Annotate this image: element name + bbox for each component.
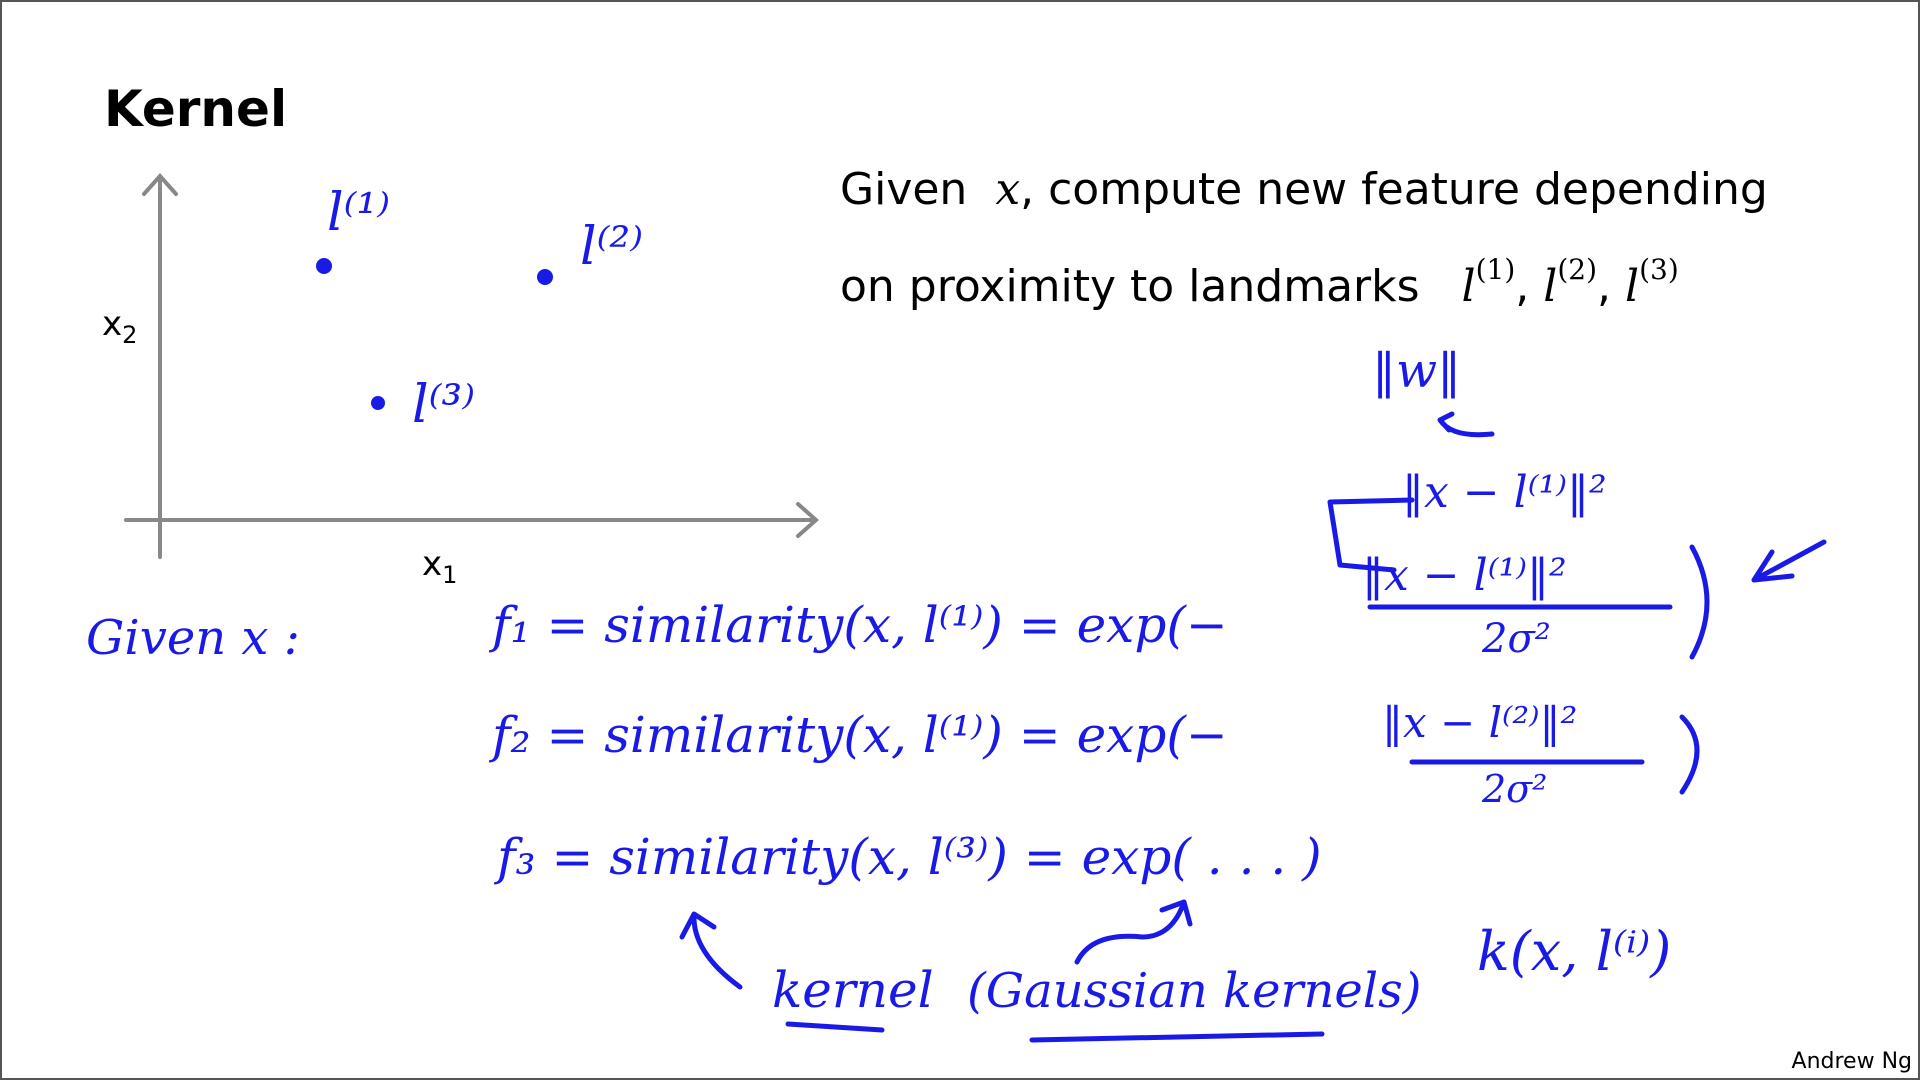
landmark-3-math: l(3) [1625,253,1679,312]
hw-given-x: Given x : [86,610,300,666]
hw-f2-numerator: ‖x − l⁽²⁾‖² [1382,698,1577,747]
hw-norm-x-l1: ‖x − l⁽¹⁾‖² [1402,467,1607,518]
hw-f2-denominator: 2σ² [1481,767,1547,811]
hw-pointer-arrow [1751,539,1827,583]
hw-gaussian-underline [1029,1031,1325,1043]
hw-bracket-arrow [1327,497,1415,573]
landmark-1-math: l(1) [1461,253,1516,312]
hw-f1-numerator: ‖x − l⁽¹⁾‖² [1362,550,1567,601]
hw-f3: f₃ = similarity(x, l⁽³⁾) = exp( . . . ) [493,828,1322,886]
y-axis-label: x2 [102,304,138,349]
y-axis-arrow [142,172,178,196]
hw-landmark-1: l⁽¹⁾ [327,183,390,243]
axes [124,172,820,559]
hw-norm-w-arrow [1437,411,1495,438]
landmark-points [316,258,553,410]
hw-kernel-arrow [679,911,743,990]
landmark-2-math: l(2) [1543,253,1597,312]
slide-title: Kernel [104,80,288,138]
hw-kernel-label: kernel [772,961,934,1019]
hw-f1: f₁ = similarity(x, l⁽¹⁾) = exp(− [488,596,1228,654]
hw-norm-w: ‖w‖ [1372,343,1461,399]
hw-landmark-3: l⁽³⁾ [412,375,475,435]
hw-f1-close-paren [1689,544,1710,660]
description-line-2: on proximity to landmarks l(1), l(2), l(… [840,253,1679,312]
landmark-point-3 [371,396,385,410]
landmark-point-2 [537,269,553,285]
hw-kernel-underline [785,1021,885,1033]
hw-landmark-2: l⁽²⁾ [580,217,643,277]
slide-description: Given x, compute new feature depending o… [840,150,1768,327]
hw-f2-close-paren [1679,714,1700,795]
description-line-1: Given x, compute new feature depending [840,164,1768,215]
x-axis-arrow [796,502,820,538]
landmark-point-1 [316,258,332,274]
hw-f2: f₂ = similarity(x, l⁽¹⁾) = exp(− [488,706,1228,764]
footer-author: Andrew Ng [1791,1049,1912,1074]
hw-f1-denominator: 2σ² [1481,616,1551,662]
hw-gaussian-arrow [1074,899,1193,965]
hw-kernel-function: k(x, l⁽ⁱ⁾) [1477,920,1671,983]
var-x: x [995,164,1021,215]
x-axis-label: x1 [422,544,458,589]
hw-gaussian-label: (Gaussian kernels) [967,963,1421,1019]
